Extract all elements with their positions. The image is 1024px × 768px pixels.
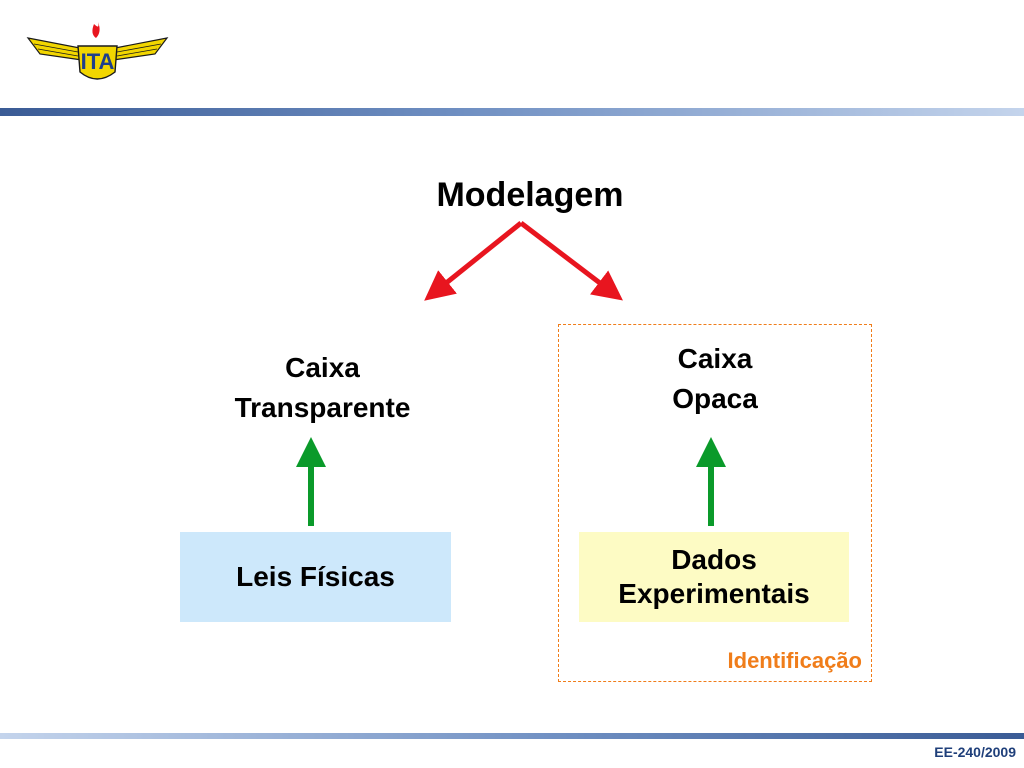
label-line: Transparente bbox=[234, 392, 411, 423]
identificacao-frame bbox=[558, 324, 872, 682]
leis-fisicas-text: Leis Físicas bbox=[236, 561, 395, 592]
svg-text:ITA: ITA bbox=[81, 49, 115, 74]
leis-fisicas-box: Leis Físicas bbox=[180, 532, 451, 622]
identificacao-label: Identificação bbox=[727, 648, 862, 673]
dados-line: Experimentais bbox=[618, 578, 810, 609]
ita-logo: ITA bbox=[20, 20, 175, 90]
label-caixa-opaca: Caixa Opaca bbox=[615, 339, 815, 419]
label-line: Caixa bbox=[285, 352, 360, 383]
ita-winged-emblem-icon: ITA bbox=[26, 22, 169, 80]
label-line: Opaca bbox=[672, 383, 758, 414]
label-line: Caixa bbox=[677, 343, 753, 374]
slide-number: EE-240/2009 bbox=[934, 744, 1016, 760]
split-arrow-left bbox=[424, 221, 523, 301]
footer-bar bbox=[0, 733, 1024, 739]
dados-experimentais-box: Dados Experimentais bbox=[579, 532, 849, 622]
split-arrow-right bbox=[519, 221, 623, 301]
header-bar bbox=[0, 108, 1024, 116]
dados-line: Dados bbox=[671, 544, 757, 575]
diagram-title: Modelagem bbox=[436, 176, 624, 214]
label-caixa-transparente: Caixa Transparente bbox=[200, 348, 445, 428]
